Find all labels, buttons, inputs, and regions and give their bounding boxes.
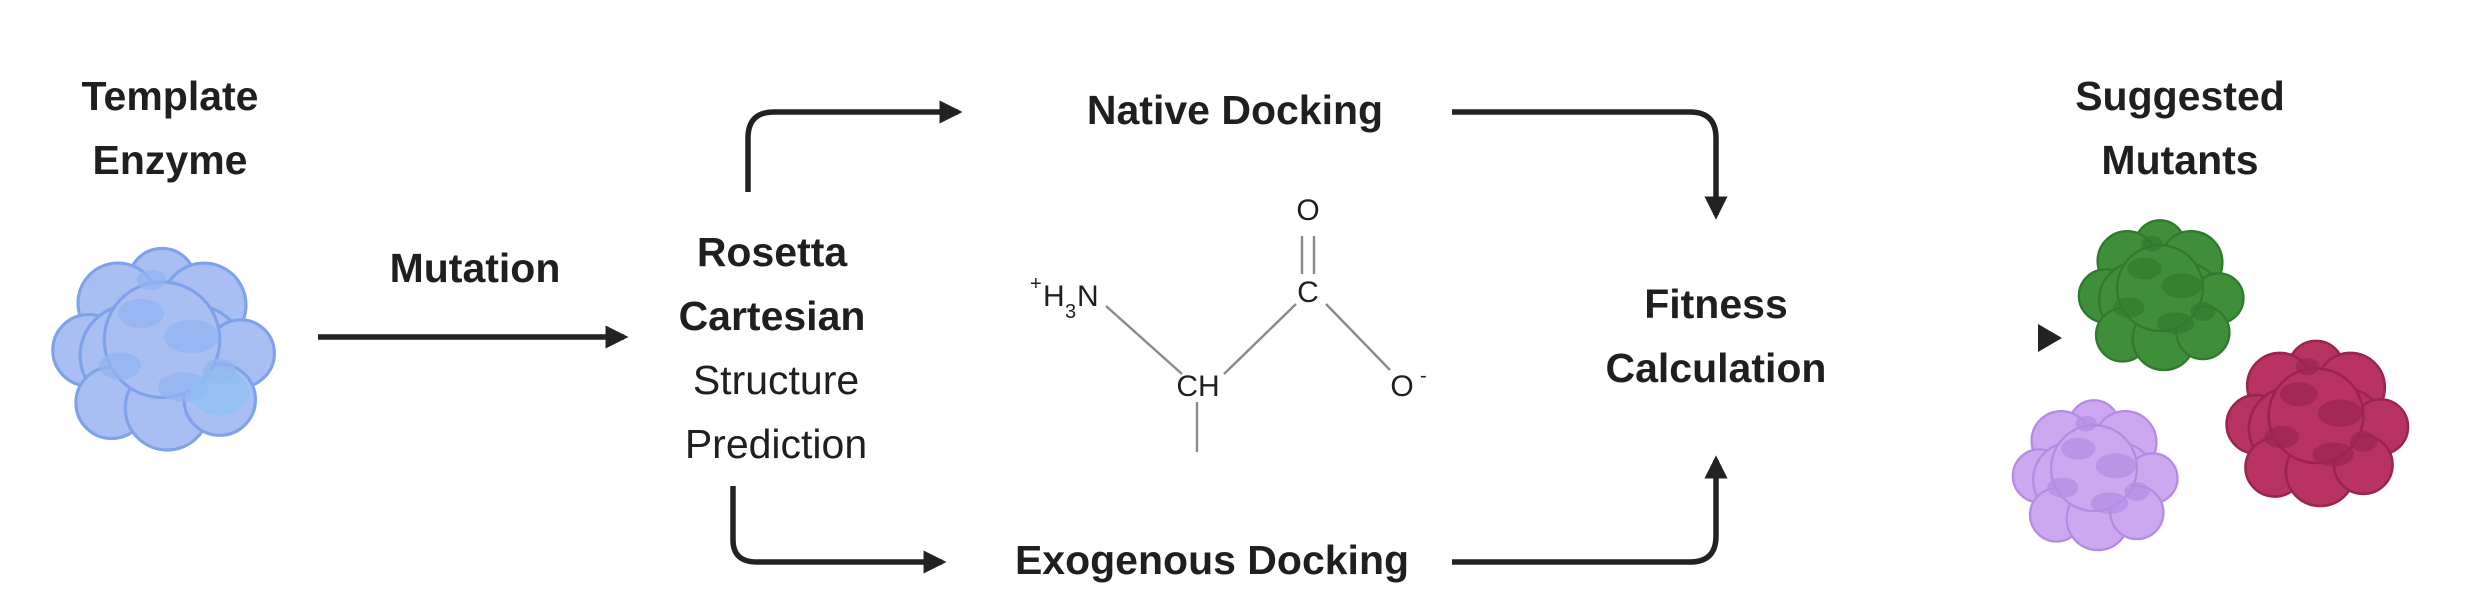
oxygen-charge: - (1420, 365, 1427, 387)
oxygen-minus-atom: O (1390, 370, 1413, 403)
amino-acid-structure: O C CH O - + H 3 N (1030, 194, 1427, 452)
template-enzyme-label-line2: Enzyme (93, 137, 248, 183)
rosetta-to-native-arrow (745, 100, 963, 192)
exogenous-docking-label: Exogenous Docking (1015, 537, 1409, 583)
mutant-lavender-icon (2011, 399, 2179, 552)
fitness-to-mutants-arrowhead (2038, 324, 2062, 352)
rosetta-label-line1: Rosetta (697, 229, 849, 275)
alpha-carbon-atom: CH (1176, 370, 1219, 403)
amine-charge: + (1030, 273, 1042, 295)
mutation-label: Mutation (390, 245, 561, 291)
carbonyl-carbon-atom: C (1297, 276, 1319, 309)
oxygen-top-atom: O (1296, 194, 1319, 227)
template-enzyme-icon (51, 246, 276, 452)
amine-subscript: 3 (1065, 301, 1076, 323)
rosetta-label-line4: Prediction (685, 421, 867, 467)
suggested-mutants-label-line2: Mutants (2101, 137, 2258, 183)
rosetta-label-line3: Structure (693, 357, 859, 403)
mutant-crimson-icon (2225, 339, 2410, 508)
suggested-mutants-label-line1: Suggested (2075, 73, 2285, 119)
amine-h: H (1043, 280, 1065, 313)
fitness-label-line2: Calculation (1606, 345, 1827, 391)
template-enzyme-label-line1: Template (82, 73, 259, 119)
rosetta-label-line2: Cartesian (679, 293, 866, 339)
native-docking-label: Native Docking (1087, 87, 1383, 133)
rosetta-to-exogenous-arrow (730, 486, 947, 574)
mutant-green-icon (2077, 219, 2245, 372)
exogenous-to-fitness-arrow (1452, 455, 1728, 565)
amine-n: N (1077, 280, 1099, 313)
native-to-fitness-arrow (1452, 109, 1728, 220)
fitness-label-line1: Fitness (1644, 281, 1788, 327)
